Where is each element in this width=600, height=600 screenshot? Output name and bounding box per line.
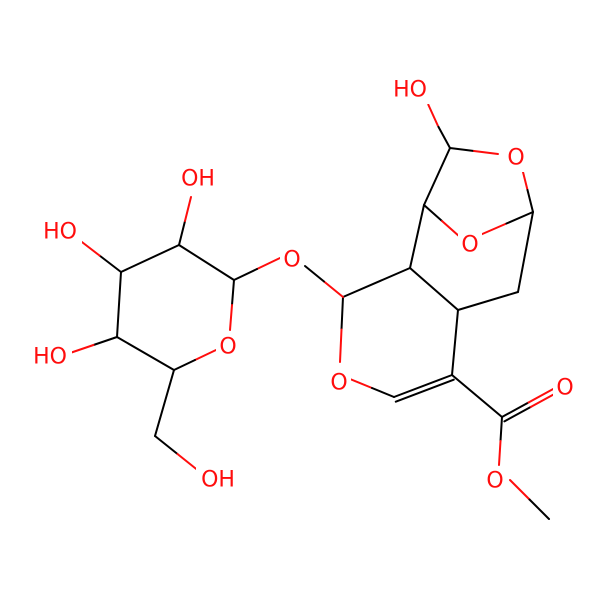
bond-segment bbox=[323, 280, 344, 298]
bond-segment bbox=[154, 435, 179, 455]
label-bg bbox=[504, 144, 528, 172]
bond-segment bbox=[498, 440, 502, 466]
label-bg bbox=[176, 165, 220, 193]
atom-label-top-hydroxyl: HO bbox=[393, 78, 427, 103]
bond-segment bbox=[409, 267, 459, 311]
bond-segment bbox=[120, 244, 180, 273]
bond-segment bbox=[304, 265, 325, 283]
double-bond-line bbox=[501, 401, 530, 418]
bond-segment bbox=[154, 369, 175, 437]
bond-segment bbox=[437, 125, 451, 149]
bond-segment bbox=[451, 309, 459, 376]
atom-label-layer: HO O O O O O O O OH HO HO OH bbox=[28, 76, 577, 495]
bond-segment bbox=[528, 498, 550, 520]
label-bg bbox=[388, 76, 432, 104]
bond-segment bbox=[340, 296, 344, 331]
bond-segment bbox=[526, 189, 534, 213]
bond-segment bbox=[451, 374, 503, 418]
bond-segment bbox=[92, 336, 118, 346]
bond-segment bbox=[69, 344, 95, 354]
bond-segment bbox=[441, 220, 461, 238]
label-bg bbox=[458, 231, 482, 259]
label-bg bbox=[216, 333, 240, 361]
label-bg bbox=[38, 218, 82, 246]
bond-segment bbox=[517, 211, 534, 293]
bond-segment bbox=[473, 150, 499, 155]
bond-segment bbox=[178, 244, 235, 281]
bond-segment bbox=[479, 222, 508, 236]
atom-label-sugar-ring-oxygen: O bbox=[219, 335, 236, 360]
bond-layer bbox=[69, 103, 559, 520]
bond-segment bbox=[509, 479, 531, 501]
bond-segment bbox=[231, 279, 235, 306]
atom-label-carbonyl-oxygen: O bbox=[556, 376, 573, 401]
bond-segment bbox=[116, 271, 122, 338]
bond-segment bbox=[371, 387, 395, 398]
bond-segment bbox=[499, 416, 503, 442]
atom-label-bridge-ring-oxygen: O bbox=[507, 146, 524, 171]
bond-segment bbox=[178, 220, 186, 246]
label-bg bbox=[553, 374, 577, 402]
double-bond-line bbox=[394, 378, 455, 403]
bond-segment bbox=[342, 267, 411, 298]
double-bond-line bbox=[503, 405, 532, 423]
bond-segment bbox=[409, 204, 425, 269]
bond-segment bbox=[116, 336, 175, 371]
bond-segment bbox=[339, 328, 343, 363]
label-bg bbox=[28, 343, 72, 371]
atom-label-sugar-hydroxyl-4: HO bbox=[33, 345, 67, 370]
bond-segment bbox=[184, 196, 192, 222]
atom-label-glycosidic-oxygen: O bbox=[283, 248, 300, 273]
double-bond-line bbox=[393, 374, 453, 398]
bond-segment bbox=[98, 254, 122, 273]
bond-segment bbox=[256, 257, 281, 270]
bond-segment bbox=[427, 103, 439, 127]
atom-label-pyran-ring-oxygen: O bbox=[330, 371, 347, 396]
double-bond-line bbox=[529, 391, 559, 408]
bond-segment bbox=[505, 211, 534, 225]
bond-segment bbox=[173, 359, 196, 371]
bond-segment bbox=[229, 304, 233, 331]
bond-segment bbox=[423, 204, 443, 222]
label-bg bbox=[327, 369, 351, 397]
bond-segment bbox=[423, 147, 451, 206]
label-bg bbox=[483, 467, 507, 495]
atom-label-ester-oxygen: O bbox=[486, 469, 503, 494]
bond-segment bbox=[194, 349, 217, 361]
bond-segment bbox=[449, 147, 475, 152]
atom-label-sugar-ch2oh: OH bbox=[201, 468, 235, 493]
bond-segment bbox=[233, 268, 258, 281]
double-bond-line bbox=[527, 387, 556, 404]
atom-label-bridge-oxygen: O bbox=[461, 233, 478, 258]
bond-segment bbox=[457, 291, 519, 311]
label-bg bbox=[280, 246, 304, 274]
label-bg bbox=[196, 466, 240, 494]
atom-label-sugar-hydroxyl-3: HO bbox=[43, 220, 77, 245]
bond-segment bbox=[349, 378, 373, 389]
atom-label-sugar-hydroxyl-2: OH bbox=[181, 167, 215, 192]
